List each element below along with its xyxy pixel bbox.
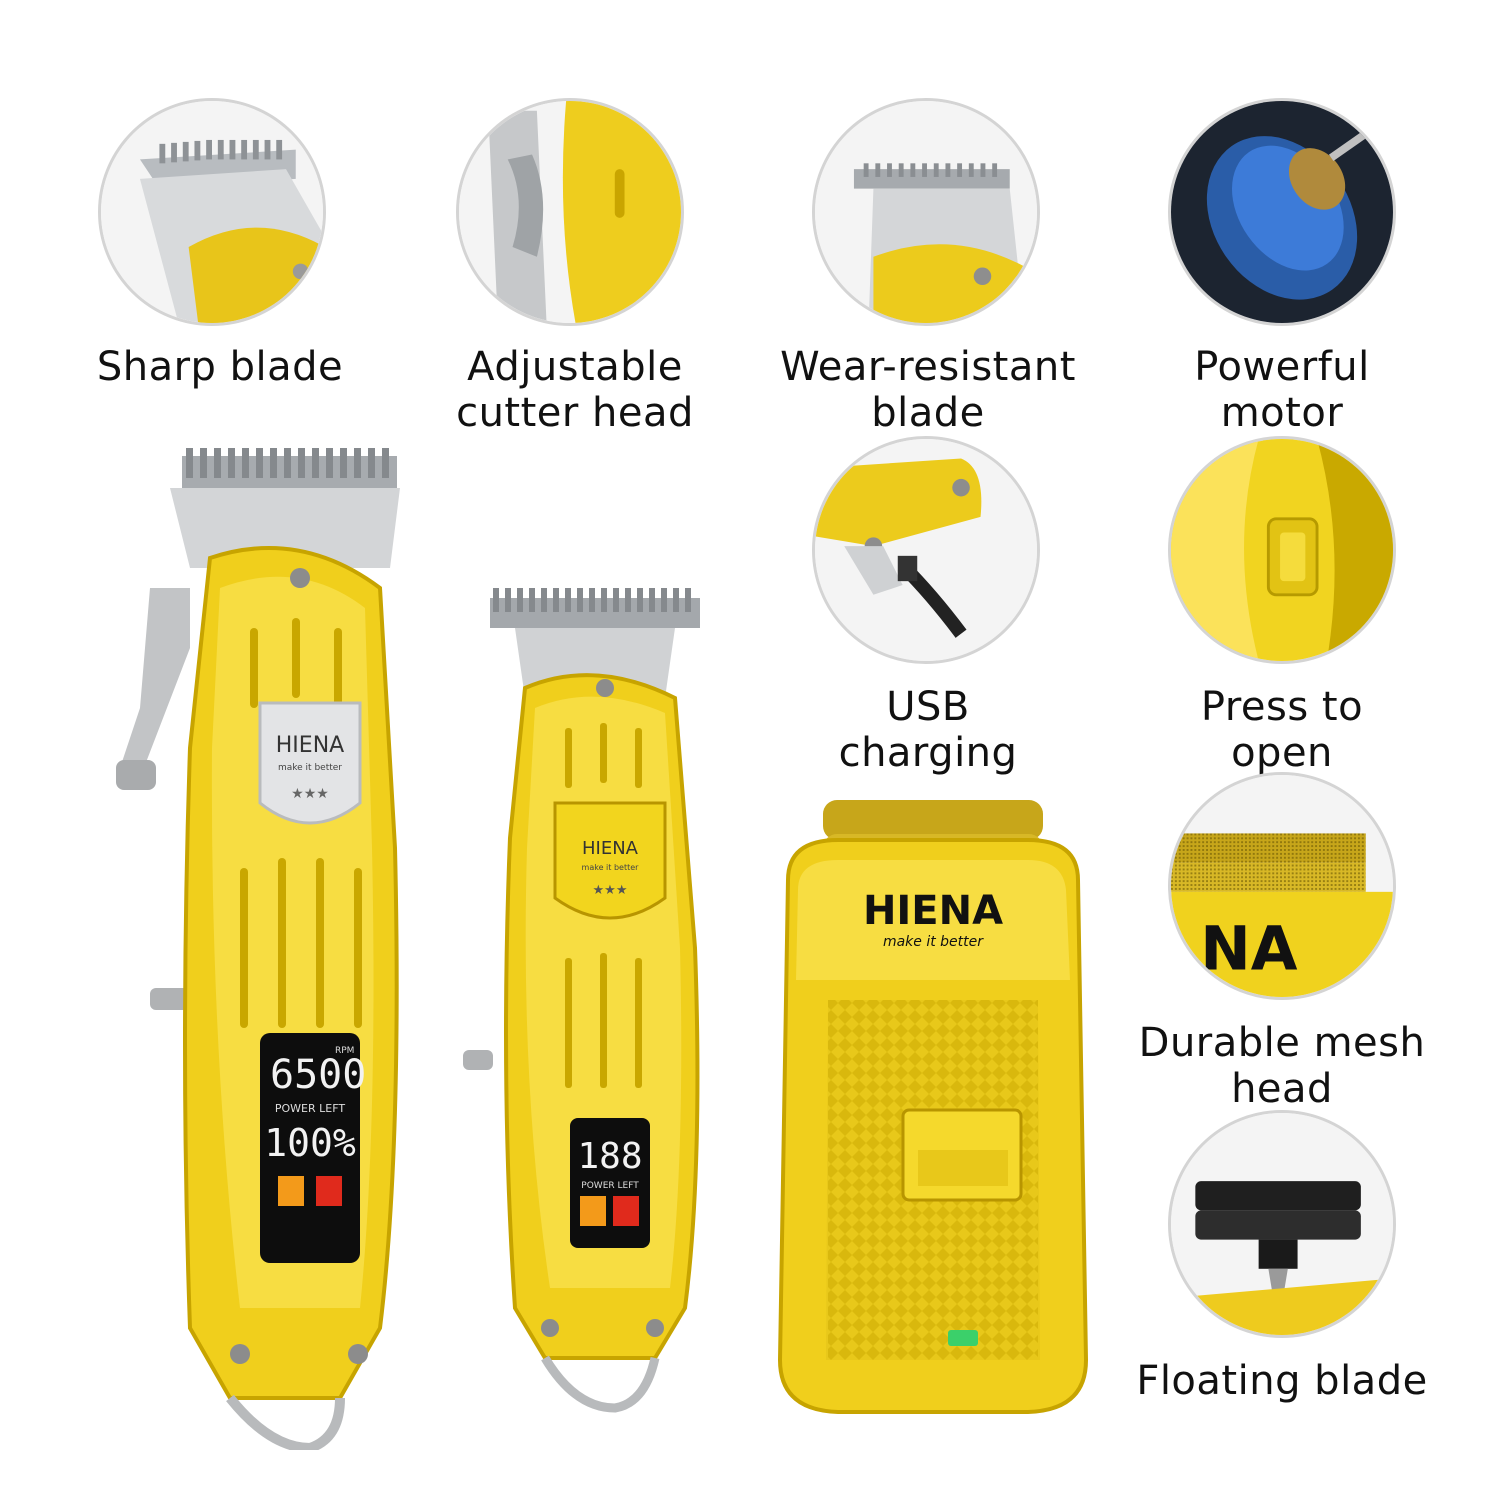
shaver-charge-light [948, 1330, 978, 1346]
usb-charging-label: USB charging [838, 684, 1018, 776]
clipper-stars-icon: ★★★ [291, 786, 329, 802]
trimmer-tagline: make it better [582, 863, 640, 872]
trimmer-power-left: POWER LEFT [581, 1181, 639, 1191]
press-to-open-closeup [1168, 436, 1396, 664]
floating-blade-closeup [1168, 1110, 1396, 1338]
adjustable-head-closeup [456, 98, 684, 326]
partial-logo: NA [1200, 915, 1298, 985]
clipper-battery: 100% [264, 1121, 356, 1165]
hair-clipper-large: HIENA make it better ★★★ 6500 RPM POWER … [110, 448, 430, 1450]
hair-trimmer: HIENA make it better ★★★ 188 POWER LEFT [455, 588, 715, 1420]
powerful-motor-closeup [1168, 98, 1396, 326]
usb-charging-closeup [812, 436, 1040, 664]
press-to-open-label: Press to open [1200, 684, 1364, 776]
foil-shaver: HIENA make it better [768, 800, 1098, 1420]
floating-blade-label: Floating blade [1136, 1358, 1428, 1404]
trimmer-brand: HIENA [582, 838, 639, 859]
clipper-brand: HIENA [276, 733, 344, 758]
powerful-motor-label: Powerful motor [1194, 344, 1370, 436]
clipper-power-left: POWER LEFT [275, 1102, 345, 1115]
trimmer-digits: 188 [577, 1136, 642, 1177]
wear-resistant-label: Wear-resistant blade [780, 344, 1076, 436]
mesh-head-label: Durable mesh head [1138, 1020, 1426, 1112]
sharp-blade-label: Sharp blade [96, 344, 344, 390]
clipper-rpm-unit: RPM [335, 1046, 354, 1056]
shaver-brand: HIENA [863, 888, 1003, 934]
trimmer-stars-icon: ★★★ [593, 883, 628, 898]
clipper-rpm: 6500 [270, 1052, 366, 1098]
clipper-tagline: make it better [278, 763, 342, 773]
adjustable-head-label: Adjustable cutter head [456, 344, 694, 436]
wear-resistant-closeup [812, 98, 1040, 326]
sharp-blade-closeup [98, 98, 326, 326]
mesh-head-closeup: NA [1168, 772, 1396, 1000]
shaver-tagline: make it better [883, 934, 984, 950]
